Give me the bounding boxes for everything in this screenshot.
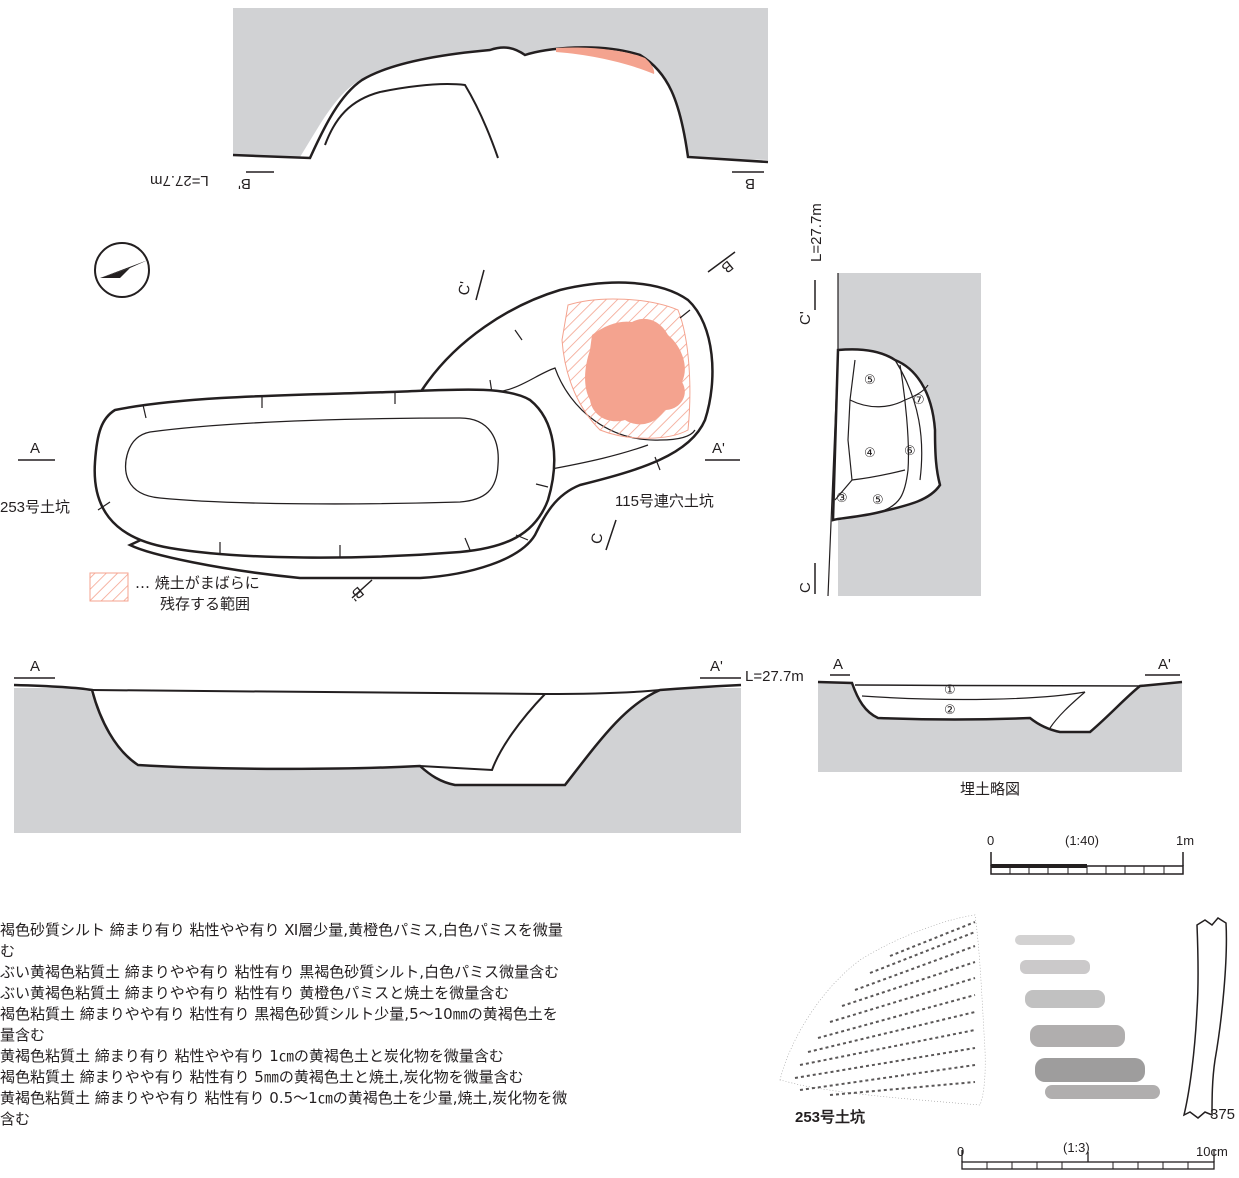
section-b-profile: [232, 8, 769, 173]
layer-notes: 褐色砂質シルト 締まり有り 粘性やや有り Ⅺ層少量,黄橙色パミス,白色パミスを微…: [0, 920, 740, 1130]
section-c-layer-7: ⑦: [913, 392, 925, 407]
pit-253-floor: [124, 417, 499, 505]
legend-line-1: … 焼土がまばらに: [135, 574, 260, 592]
fill-sketch-left-label: A: [833, 656, 844, 673]
scale-bar-1-40: [990, 852, 1184, 875]
fill-sketch-layer-1: ①: [944, 682, 956, 697]
note-line: 量含む: [0, 1026, 46, 1044]
section-c-layer-6: ⑥: [904, 443, 916, 458]
pit-253-outline: [93, 388, 556, 559]
fill-sketch-layer-2: ②: [944, 702, 956, 717]
scale-3-ratio: (1:3): [1063, 1140, 1090, 1155]
section-c-layer-5b: ⑤: [872, 492, 884, 507]
legend-burnt-scatter: … 焼土がまばらに 残存する範囲: [135, 573, 260, 615]
note-line: 含む: [0, 1110, 31, 1128]
burnt-soil-core: [585, 318, 685, 425]
note-line: 褐色粘質土 締まりやや有り 粘性有り 5㎜の黄褐色土と焼土,炭化物を微量含む: [0, 1068, 524, 1086]
note-line: 褐色粘質土 締まりやや有り 粘性有り 黒褐色砂質シルト少量,5～10㎜の黄褐色土…: [0, 1005, 558, 1023]
fill-sketch-profile: [817, 674, 1183, 772]
section-b-right-label: B: [745, 175, 756, 192]
artifact-375-drawing: [779, 914, 1228, 1119]
scale-3-zero: 0: [957, 1144, 965, 1159]
section-c-profile: [814, 273, 981, 597]
note-line: む: [0, 942, 16, 960]
section-c-layer-4: ④: [864, 445, 876, 460]
north-arrow-icon: [94, 242, 150, 298]
note-line: ぶい黄褐色粘質土 締まりやや有り 粘性有り 黄橙色パミスと焼土を微量含む: [0, 984, 510, 1002]
plan-marker-a: A: [30, 440, 41, 457]
plan-view: [18, 251, 740, 602]
note-line: 黄褐色粘質土 締まり有り 粘性やや有り 1㎝の黄褐色土と炭化物を微量含む: [0, 1047, 504, 1065]
plan-marker-a-prime: A': [712, 440, 725, 457]
section-b-burnt-soil: [556, 47, 655, 74]
pit-115-label: 115号連穴土坑: [615, 493, 714, 510]
section-b-level: L=27.7m: [150, 172, 209, 189]
scale-40-zero: 0: [987, 833, 995, 848]
artifact-number: 375: [1210, 1106, 1236, 1123]
section-c-bottom-label: C: [797, 582, 814, 593]
section-b-left-label: B': [238, 175, 251, 192]
fill-sketch-right-label: A': [1158, 656, 1171, 673]
section-a-profile: [13, 677, 742, 833]
legend-line-2: 残存する範囲: [160, 595, 251, 613]
note-line: 黄褐色粘質土 締まりやや有り 粘性有り 0.5～1㎝の黄褐色土を少量,焼土,炭化…: [0, 1089, 568, 1107]
legend-hatch-swatch: [89, 572, 129, 602]
section-c-level: L=27.7m: [808, 203, 825, 262]
section-c-layer-5a: ⑤: [864, 372, 876, 387]
scale-40-max: 1m: [1176, 833, 1195, 848]
note-line: ぶい黄褐色粘質土 締まりやや有り 粘性有り 黒褐色砂質シルト,白色パミス微量含む: [0, 963, 560, 981]
scale-bar-1-3: [961, 1150, 1215, 1170]
fill-sketch-caption: 埋土略図: [960, 781, 1021, 798]
note-line: 褐色砂質シルト 締まり有り 粘性やや有り Ⅺ層少量,黄橙色パミス,白色パミスを微…: [0, 921, 563, 939]
section-c-top-label: C': [797, 311, 814, 325]
scale-3-max: 10cm: [1196, 1144, 1228, 1159]
section-a-left-label: A: [30, 658, 41, 675]
pit-253-label: 253号土坑: [0, 499, 71, 516]
section-a-level: L=27.7m: [745, 668, 804, 685]
section-c-layer-3: ③: [836, 490, 848, 505]
scale-40-ratio: (1:40): [1065, 833, 1099, 848]
plan-marker-c-prime: C': [455, 280, 475, 297]
artifact-caption: 253号土坑: [795, 1109, 866, 1126]
section-a-right-label: A': [710, 658, 723, 675]
